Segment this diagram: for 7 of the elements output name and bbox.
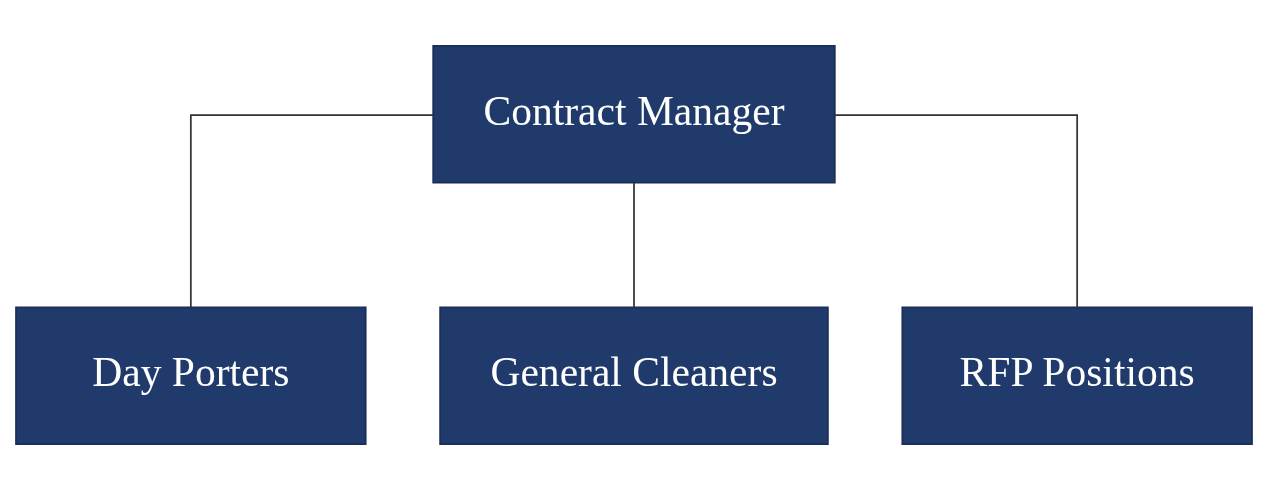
connector <box>633 181 635 308</box>
node-box: RFP Positions <box>901 305 1253 445</box>
node-box: Day Porters <box>15 305 367 445</box>
node-box: Contract Manager <box>432 44 836 184</box>
connector <box>833 113 1079 308</box>
connector <box>189 113 435 308</box>
node-box: General Cleaners <box>439 305 829 445</box>
